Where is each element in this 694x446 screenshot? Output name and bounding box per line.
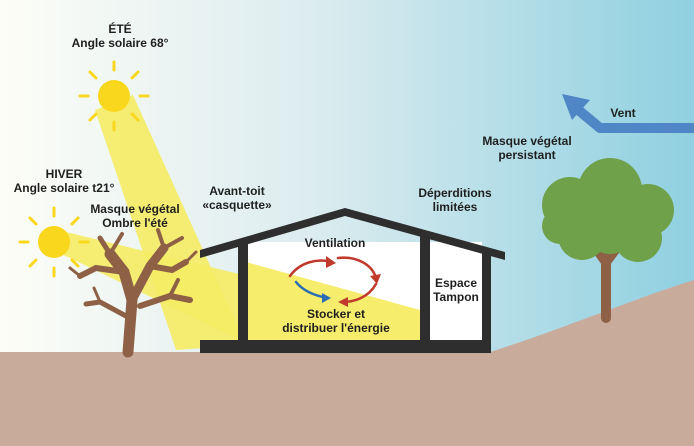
overhang-label: Avant-toit «casquette» xyxy=(182,184,292,212)
buffer-space-line2: Tampon xyxy=(433,290,479,304)
winter-season: HIVER xyxy=(45,167,83,181)
deciduous-mask-line1: Masque végétal xyxy=(90,202,180,216)
summer-angle: Angle solaire 68° xyxy=(71,36,169,50)
storage-line1: Stocker et xyxy=(306,307,366,321)
storage-line2: distribuer l'énergie xyxy=(282,321,390,335)
evergreen-mask-label: Masque végétal persistant xyxy=(472,134,582,162)
summer-season: ÉTÉ xyxy=(108,22,132,36)
sun-icon xyxy=(78,60,150,132)
wind-arrow-icon xyxy=(562,94,694,133)
evergreen-mask-line1: Masque végétal xyxy=(482,134,572,148)
deciduous-mask-label: Masque végétal Ombre l'été xyxy=(80,202,190,230)
winter-angle: Angle solaire t21° xyxy=(13,181,115,195)
circulation-arrows-icon xyxy=(288,256,381,307)
heat-loss-label: Déperditions limitées xyxy=(400,186,510,214)
wind-label: Vent xyxy=(610,106,636,120)
leafy-tree-icon xyxy=(542,158,674,323)
storage-label: Stocker et distribuer l'énergie xyxy=(266,307,406,335)
buffer-space-line1: Espace xyxy=(434,276,478,290)
sun-icon xyxy=(18,206,90,278)
overhang-line2: «casquette» xyxy=(202,198,272,212)
interior-sunlight xyxy=(246,262,420,340)
summer-label: ÉTÉ Angle solaire 68° xyxy=(60,22,180,50)
heat-loss-line1: Déperditions xyxy=(418,186,492,200)
winter-label: HIVER Angle solaire t21° xyxy=(0,167,128,195)
ground xyxy=(0,280,694,446)
heat-loss-line2: limitées xyxy=(432,200,478,214)
overhang-line1: Avant-toit xyxy=(209,184,265,198)
buffer-space-interior xyxy=(430,242,482,340)
deciduous-mask-line2: Ombre l'été xyxy=(102,216,168,230)
evergreen-mask-line2: persistant xyxy=(498,148,556,162)
ventilation-label: Ventilation xyxy=(304,236,366,250)
house-frame xyxy=(200,208,505,353)
buffer-space-label: Espace Tampon xyxy=(426,276,486,304)
bare-tree-icon xyxy=(68,228,198,358)
